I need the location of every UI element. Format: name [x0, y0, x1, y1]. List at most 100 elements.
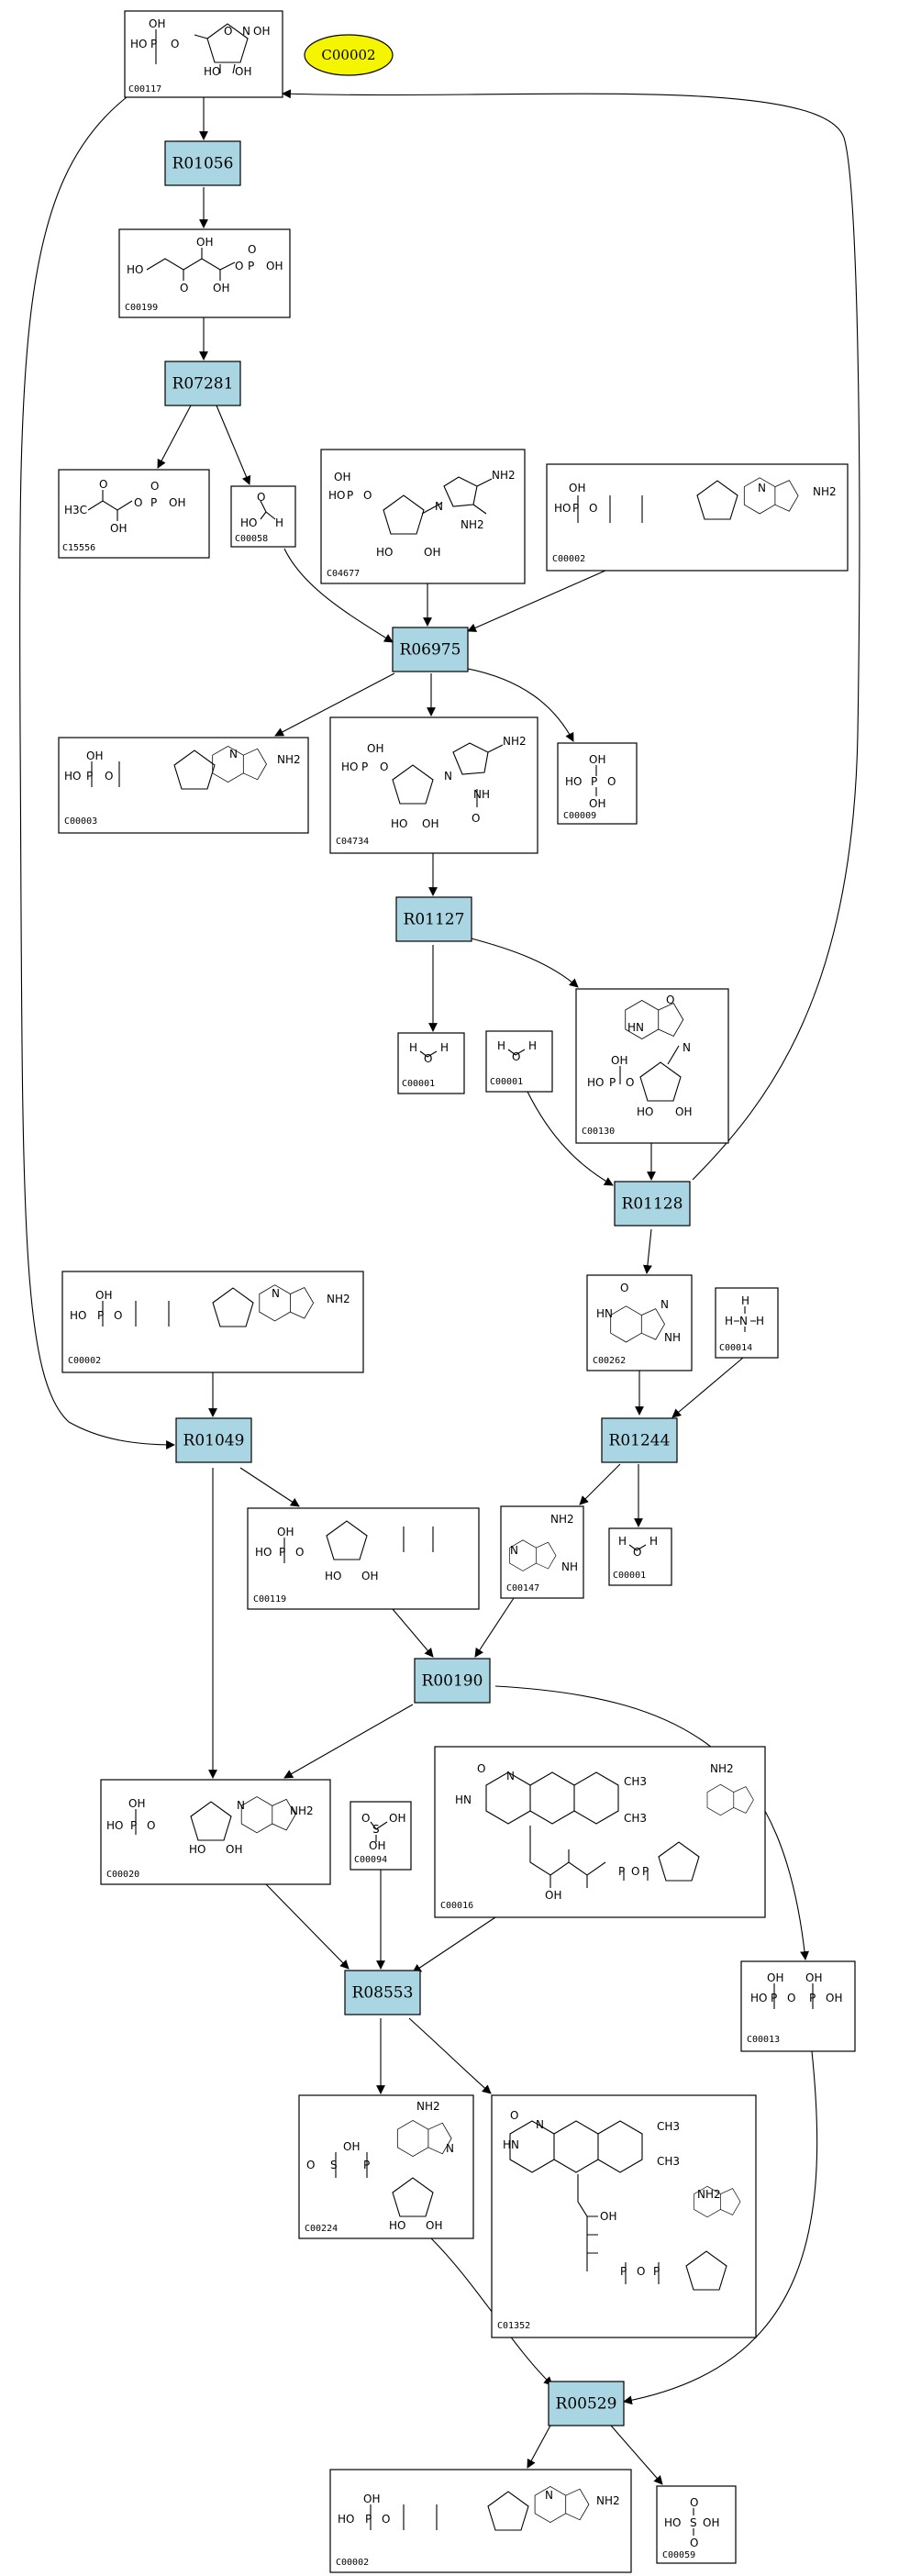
compound-C00147[interactable]: NH2 N NH C00147 [500, 1505, 584, 1599]
compound-box[interactable] [586, 1274, 693, 1371]
compound-box[interactable] [740, 1960, 856, 2052]
compound-box[interactable] [329, 2469, 632, 2573]
svg-text:O: O [295, 1546, 304, 1559]
compound-C00001-b[interactable]: O H H C00001 [485, 1030, 553, 1093]
reaction-box[interactable] [344, 1970, 421, 2015]
reaction-box[interactable] [548, 2381, 625, 2426]
svg-text:O: O [134, 496, 142, 509]
compound-box[interactable] [500, 1505, 584, 1599]
compound-C00119[interactable]: HO P O OH HO OH C00119 [247, 1507, 480, 1610]
compound-box[interactable] [58, 737, 309, 834]
reaction-box[interactable] [601, 1417, 678, 1463]
structure-sulfite: O S OH OH [361, 1812, 405, 1852]
svg-text:P: P [642, 1865, 649, 1878]
svg-text:OH: OH [95, 1289, 112, 1302]
structure-sulfate: HO S OH O O [664, 2496, 719, 2549]
compound-C00199[interactable]: HO OH O OH O P OH O C00199 [118, 228, 291, 318]
compound-box[interactable] [491, 2094, 757, 2338]
compound-box[interactable] [350, 1801, 412, 1871]
svg-text:P: P [365, 2513, 372, 2526]
compound-label: C00094 [354, 1855, 387, 1865]
reaction-box[interactable] [414, 1658, 491, 1704]
svg-text:P: P [618, 1865, 625, 1878]
map-link[interactable]: C00002 [304, 34, 394, 76]
compound-C00001-c[interactable]: O H H C00001 [608, 1527, 672, 1586]
compound-C00002-c[interactable]: HO P O OH NH2 N C00002 [329, 2469, 632, 2573]
compound-label: C00119 [253, 1594, 286, 1604]
compound-box[interactable] [434, 1746, 766, 1918]
compound-box[interactable] [546, 463, 849, 572]
reaction-label: R01128 [622, 1195, 683, 1214]
compound-box[interactable] [247, 1507, 480, 1610]
reaction-R01127[interactable]: R01127 [395, 896, 472, 942]
compound-C00262[interactable]: O HN N NH C00262 [586, 1274, 693, 1371]
compound-C00059[interactable]: HO S OH O O C00059 [656, 2485, 737, 2564]
compound-box[interactable] [608, 1527, 672, 1586]
reaction-box[interactable] [164, 361, 241, 406]
compound-box[interactable] [100, 1779, 331, 1885]
reaction-label: R01127 [404, 911, 465, 929]
compound-C00020[interactable]: HO P O OH NH2 N HO OH C00020 [100, 1779, 331, 1885]
compound-C15556[interactable]: H3C O OH O P OH O C15556 [58, 469, 210, 559]
reaction-R01056[interactable]: R01056 [164, 140, 241, 186]
compound-box[interactable] [61, 1271, 364, 1373]
compound-label: C00130 [582, 1127, 615, 1137]
reaction-box[interactable] [614, 1181, 691, 1227]
compound-C01352[interactable]: O HN N CH3 CH3 NH2 OH P P O C01352 [491, 2094, 757, 2338]
compound-label: C00002 [552, 554, 585, 564]
compound-C00117[interactable]: HO P O OH O N OH HO OH C00117 [124, 10, 283, 98]
reaction-R06975[interactable]: R06975 [392, 627, 469, 672]
map-ellipse[interactable] [304, 34, 394, 76]
svg-text:P: P [86, 770, 93, 783]
compound-box[interactable] [329, 716, 538, 854]
svg-text:O: O [666, 994, 674, 1006]
svg-text:N: N [660, 1298, 669, 1311]
compound-C00016[interactable]: O HN N CH3 CH3 NH2 OH P P O C00016 [434, 1746, 766, 1918]
compound-box[interactable] [298, 2094, 474, 2239]
compound-box[interactable] [124, 10, 283, 98]
compound-C00224[interactable]: O S OH P NH2 N HO OH C00224 [298, 2094, 474, 2239]
compound-C04677[interactable]: OH HO P O N NH2 NH2 HO OH C04677 [320, 449, 526, 584]
reaction-R00190[interactable]: R00190 [414, 1658, 491, 1704]
compound-C00058[interactable]: O HO H C00058 [230, 485, 296, 548]
compound-box[interactable] [656, 2485, 737, 2564]
compound-C00002-b[interactable]: HO P O OH NH2 N C00002 [61, 1271, 364, 1373]
svg-text:HO: HO [130, 38, 147, 50]
compound-C00130[interactable]: O HN N OH HO P O HO OH C00130 [575, 988, 729, 1144]
reaction-R07281[interactable]: R07281 [164, 361, 241, 406]
compound-box[interactable] [575, 988, 729, 1144]
compound-C04734[interactable]: OH HO P O N NH2 NH O HO OH C04734 [329, 716, 538, 854]
reaction-R08553[interactable]: R08553 [344, 1970, 421, 2015]
compound-box[interactable] [230, 485, 296, 548]
compound-C00013[interactable]: HO P O P OH OH OH C00013 [740, 1960, 856, 2052]
reaction-R01128[interactable]: R01128 [614, 1181, 691, 1227]
compound-box[interactable] [397, 1032, 465, 1094]
reaction-R00529[interactable]: R00529 [548, 2381, 625, 2426]
compound-box[interactable] [485, 1030, 553, 1093]
structure-ATP: HO P O OH NH2 N [70, 1284, 350, 1327]
compound-box[interactable] [118, 228, 291, 318]
compound-C00003[interactable]: HO P O OH NH2 N C00003 [58, 737, 309, 834]
reaction-box[interactable] [395, 896, 472, 942]
svg-text:HO: HO [328, 489, 345, 502]
compound-C00002[interactable]: HO P O OH NH2 N C00002 [546, 463, 849, 572]
compound-C00009[interactable]: OH HO P O OH C00009 [557, 742, 638, 825]
reaction-R01244[interactable]: R01244 [601, 1417, 678, 1463]
compound-box[interactable] [320, 449, 526, 584]
compound-box[interactable] [557, 742, 638, 825]
svg-text:OH: OH [703, 2516, 719, 2529]
compound-box[interactable] [58, 469, 210, 559]
compound-box[interactable] [715, 1287, 779, 1359]
svg-text:P: P [609, 1076, 616, 1089]
reaction-box[interactable] [392, 627, 469, 672]
compound-C00014[interactable]: H N H H C00014 [715, 1287, 779, 1359]
compound-C00001[interactable]: O H H C00001 [397, 1032, 465, 1094]
reaction-box[interactable] [175, 1417, 252, 1463]
compound-C00094[interactable]: O S OH OH C00094 [350, 1801, 412, 1871]
compound-label: C00117 [128, 84, 161, 94]
compound-label: C00058 [235, 534, 268, 544]
reaction-R01049[interactable]: R01049 [175, 1417, 252, 1463]
svg-text:OH: OH [334, 471, 350, 483]
reaction-box[interactable] [164, 140, 241, 186]
svg-text:O: O [150, 480, 159, 493]
